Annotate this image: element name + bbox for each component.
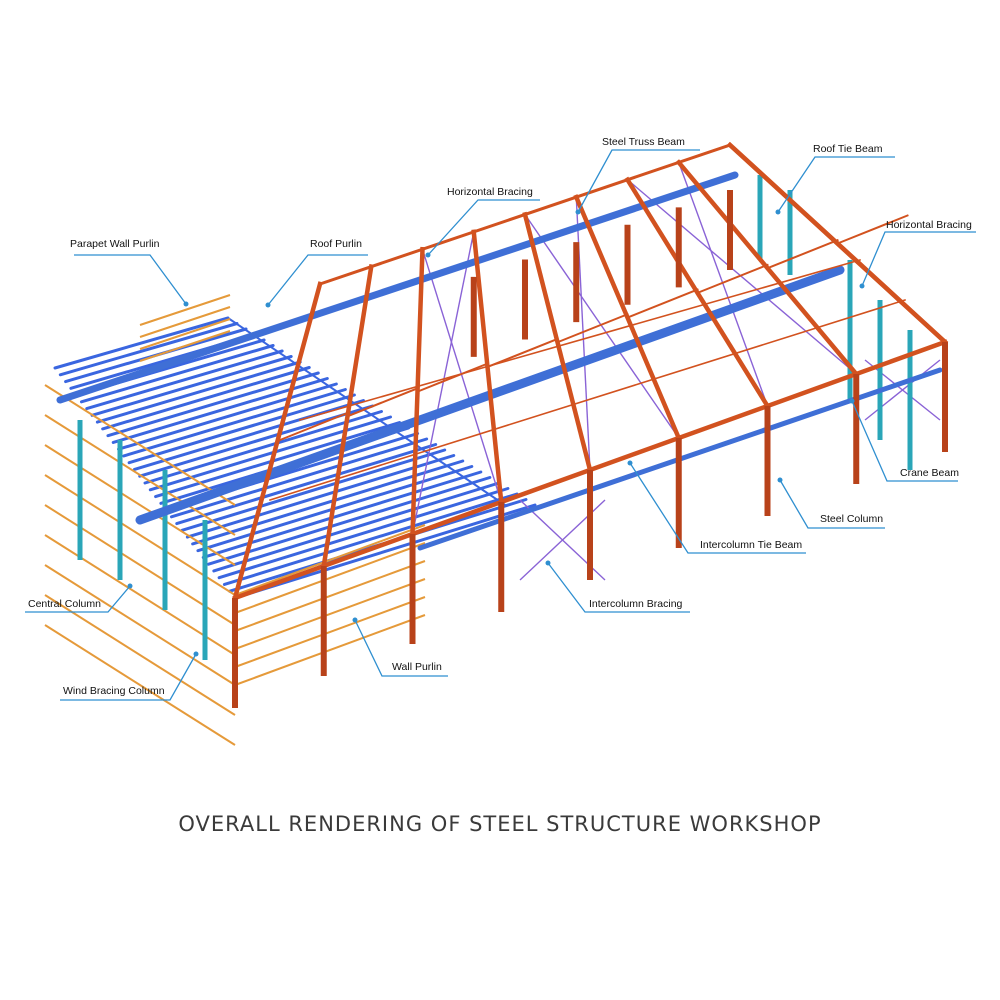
wall-purlin [234,560,426,632]
roof-purlin [79,344,275,404]
roof-purlin [111,377,329,444]
roof-purlin [191,459,465,546]
horizontal-bracing [421,249,502,503]
roof-purlin [175,443,438,526]
parapet-wall-purlin [139,306,231,338]
callout-horizontal-bracing-top: Horizontal Bracing [425,186,540,258]
wall-purlin [234,614,426,686]
label-intercolumn-bracing: Intercolumn Bracing [589,598,683,610]
steel-frame-group [232,141,949,601]
roof-purlin [85,349,284,411]
horizontal-bracing [627,179,857,375]
roof-purlin [58,322,239,377]
roof-tie-segment [766,238,839,270]
roof-purlin [117,382,338,451]
steel-column-group [232,190,948,708]
wall-purlin [234,596,426,668]
label-wall-purlin: Wall Purlin [392,661,442,673]
roof-tie-segment [696,263,769,295]
horizontal-bracing [524,214,680,439]
callout-wall-purlin: Wall Purlin [352,617,448,677]
wall-purlin [44,564,236,686]
horizontal-bracing [678,162,769,407]
roof-purlin [207,476,492,566]
callout-parapet-wall-purlin: Parapet Wall Purlin [70,238,189,307]
callout-roof-tie-beam: Roof Tie Beam [775,143,895,215]
label-crane-beam: Crane Beam [900,467,959,479]
parapet-wall-purlin [139,294,231,326]
callout-wind-bracing-column: Wind Bracing Column [60,651,199,701]
label-roof-purlin: Roof Purlin [310,238,362,250]
callout-intercolumn-bracing: Intercolumn Bracing [545,560,690,613]
roof-purlin [222,492,519,586]
label-steel-truss-beam: Steel Truss Beam [602,136,685,148]
roof-purlin [95,360,302,424]
roof-purlin [180,448,447,532]
roof-purlin [101,366,311,431]
callout-central-column: Central Column [25,583,133,613]
label-horizontal-bracing-right: Horizontal Bracing [886,219,972,231]
roof-purlin [233,503,537,600]
label-roof-tie-beam: Roof Tie Beam [813,143,883,155]
wall-purlin [234,578,426,650]
roof-tie-beam-line [299,259,861,421]
roof-tie-segment [276,411,349,443]
roof-tie-segment [556,312,629,344]
label-intercolumn-tie-beam: Intercolumn Tie Beam [700,539,802,551]
diagram-caption: OVERALL RENDERING OF STEEL STRUCTURE WOR… [178,812,822,836]
callout-steel-truss-beam: Steel Truss Beam [575,136,700,215]
roof-tie-segment [346,387,419,418]
roof-purlin [106,371,320,438]
callout-roof-purlin: Roof Purlin [265,238,368,308]
roof-tie-segment [836,214,909,245]
roof-purlin [90,355,293,417]
workshop-structure [44,141,949,746]
roof-purlin [169,437,429,519]
parapet-wall-purlin [139,330,231,362]
roof-purlin [53,316,230,370]
label-horizontal-bracing-top: Horizontal Bracing [447,186,533,198]
callout-steel-column: Steel Column [777,477,885,529]
label-parapet-wall-purlin: Parapet Wall Purlin [70,238,160,250]
callout-intercolumn-tie-beam: Intercolumn Tie Beam [627,460,806,554]
wall-purlin [44,384,236,506]
bracing-group [411,162,941,581]
callout-horizontal-bracing-right: Horizontal Bracing [859,219,976,289]
roof-purlin-group [53,316,537,600]
roof-tie-beam-line [268,298,907,502]
roof-purlin [154,421,402,499]
roof-tie-segment [626,288,699,319]
wall-purlin [234,542,426,614]
wall-purlin [234,524,426,596]
wall-purlin [44,624,236,746]
wall-purlin [44,594,236,716]
wall-purlin [44,414,236,536]
label-steel-column: Steel Column [820,513,883,525]
roof-purlin [212,481,501,573]
roof-purlin [127,393,356,465]
roof-purlin [217,487,510,580]
callout-group: Steel Truss Beam Roof Tie Beam Horizonta… [25,136,976,701]
label-central-column: Central Column [28,598,101,610]
roof-purlin [122,388,347,458]
roof-purlin [185,454,456,539]
crane-beam [56,171,739,404]
horizontal-bracing [411,231,475,535]
roof-purlin-edge [227,317,506,506]
wind-bracing-column-group [77,175,913,660]
label-wind-bracing-column: Wind Bracing Column [63,685,165,697]
callout-crane-beam: Crane Beam [849,398,959,482]
parapet-wall-purlin [139,318,231,350]
roof-purlin [143,410,383,485]
roof-tie-segment [416,362,489,393]
